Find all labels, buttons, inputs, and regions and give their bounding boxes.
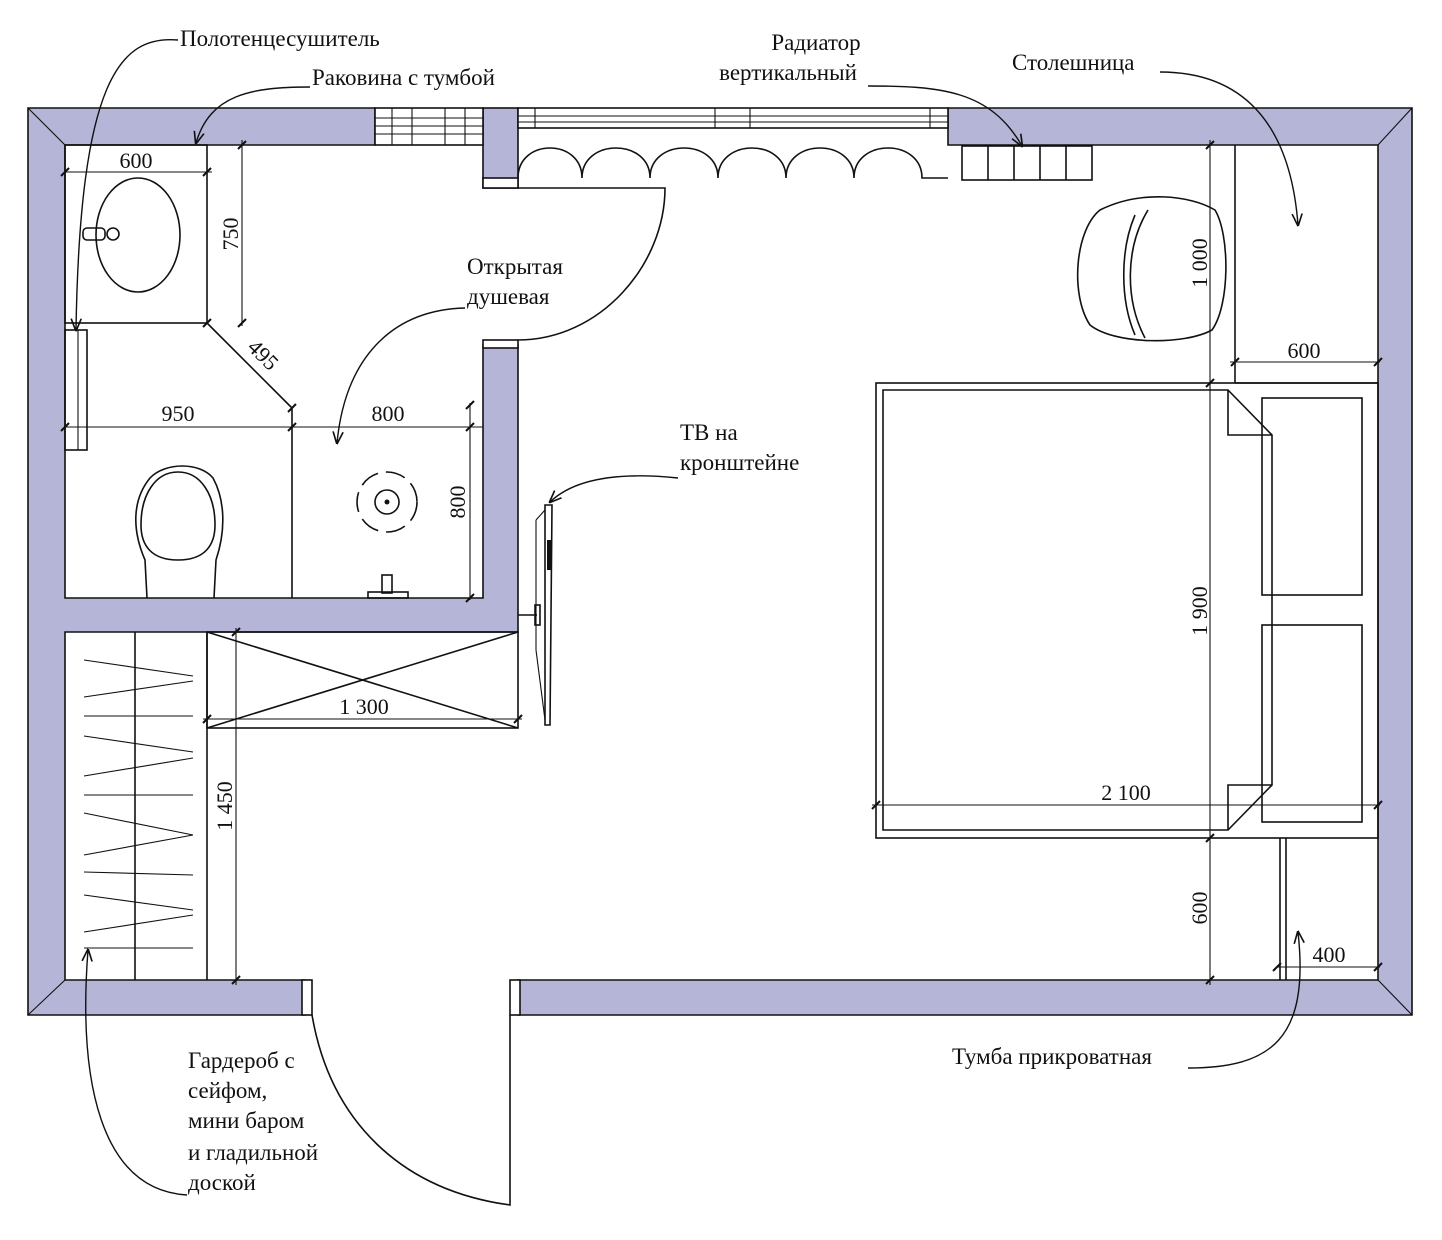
dim-bed-gap: 600 (1187, 892, 1212, 925)
label-radiator-line1: Радиатор (771, 30, 860, 55)
nightstand (1279, 838, 1287, 980)
dim-bed-length: 1 900 (1187, 586, 1212, 636)
label-towel-dryer: Полотенцесушитель (180, 26, 380, 51)
dim-nightstand-width: 400 (1313, 942, 1346, 967)
dim-wc-width: 950 (162, 401, 195, 426)
entrance-door-swing (311, 1014, 511, 1206)
bed-icon (875, 382, 1379, 839)
dimension-ticks (60, 140, 1383, 985)
arrow-wardrobe (86, 950, 188, 1196)
label-radiator-line2: вертикальный (719, 60, 857, 85)
pillow-bottom (1261, 624, 1363, 823)
window-right (517, 107, 949, 129)
dim-diagonal: 495 (243, 334, 284, 375)
window-left (374, 107, 484, 146)
dim-sink-width: 600 (120, 148, 153, 173)
label-wardrobe-line2: сейфом, (188, 1078, 267, 1103)
dim-wardrobe-length: 1 450 (212, 781, 237, 831)
arrow-tv (550, 475, 679, 502)
arrow-sink (196, 86, 311, 143)
toilet-icon (135, 465, 224, 599)
label-sink-cabinet: Раковина с тумбой (312, 65, 495, 90)
radiator-icon (961, 145, 1093, 181)
tv-icon (518, 504, 553, 726)
dim-bed-width: 2 100 (1101, 780, 1151, 805)
label-wardrobe-line1: Гардероб с (188, 1048, 295, 1073)
wardrobe-hangers-icon (83, 659, 194, 949)
label-nightstand: Тумба прикроватная (952, 1044, 1152, 1069)
arrow-towel-dryer (76, 38, 179, 330)
shower-diagonal-wall (206, 322, 293, 409)
label-tv-line1: ТВ на (680, 420, 738, 445)
door-jamb-right (509, 979, 521, 1016)
label-wardrobe-line5: доской (188, 1170, 256, 1195)
arrow-shower (337, 307, 466, 443)
door-jamb-left (301, 979, 313, 1016)
label-wardrobe-line3: мини баром (188, 1108, 305, 1133)
sink-cabinet (64, 144, 208, 324)
dim-countertop-length: 1 000 (1187, 238, 1212, 288)
label-tv-line2: кронштейне (680, 450, 799, 475)
dim-countertop-depth: 600 (1288, 338, 1321, 363)
shower-partition-curve (517, 187, 666, 341)
arrow-countertop (1159, 71, 1298, 225)
callout-arrows (76, 38, 1300, 1196)
shower-drain-icon (356, 471, 418, 533)
curtain (517, 147, 948, 179)
label-shower-line2: душевая (467, 284, 550, 309)
wall-pier (482, 107, 519, 189)
dim-sink-depth: 750 (218, 218, 243, 251)
dim-shower-width: 800 (372, 401, 405, 426)
dim-shower-depth: 800 (445, 486, 470, 519)
towel-dryer-icon (64, 329, 88, 451)
sink-icon (82, 177, 181, 293)
label-wardrobe-line4: и гладильной (188, 1140, 318, 1165)
arrow-nightstand (1187, 932, 1300, 1069)
wardrobe (83, 632, 208, 980)
jamb-bottom (482, 339, 519, 349)
armchair-icon (1076, 196, 1227, 342)
label-shower-line1: Открытая (467, 254, 563, 279)
arrow-radiator (867, 85, 1022, 146)
dimension-lines (65, 140, 1380, 985)
jamb-top (482, 177, 519, 189)
shower-mixer-icon (367, 574, 409, 599)
pillow-top (1261, 397, 1363, 596)
label-countertop: Столешница (1012, 50, 1135, 75)
dim-tv-stand: 1 300 (339, 694, 389, 719)
